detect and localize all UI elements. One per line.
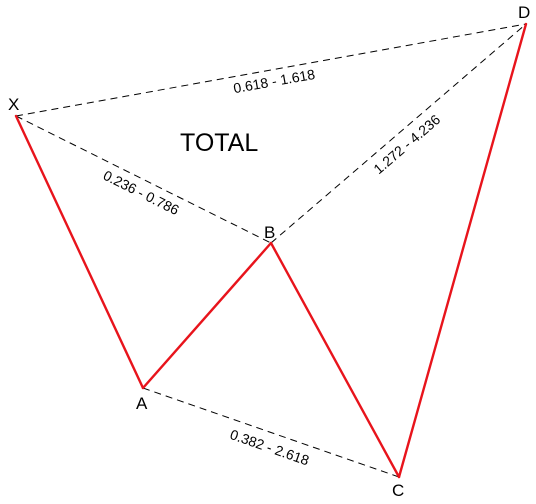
- leg-cd: [397, 22, 528, 479]
- diagram-title: TOTAL: [180, 129, 258, 157]
- point-label-a: A: [136, 394, 148, 413]
- leg-ab: [141, 241, 273, 390]
- ratio-line-ac: [142, 387, 400, 478]
- ratio-line-bd: [270, 23, 527, 244]
- point-label-b: B: [264, 223, 275, 242]
- point-label-d: D: [518, 3, 530, 22]
- ratio-label-bd: 1.272 - 4.236: [370, 111, 443, 177]
- ratio-label-xd: 0.618 - 1.618: [232, 66, 316, 96]
- leg-bc: [269, 241, 401, 479]
- ratio-line-xd: [15, 23, 527, 117]
- leg-xa: [14, 114, 145, 390]
- point-label-c: C: [392, 481, 404, 500]
- point-label-x: X: [8, 95, 19, 114]
